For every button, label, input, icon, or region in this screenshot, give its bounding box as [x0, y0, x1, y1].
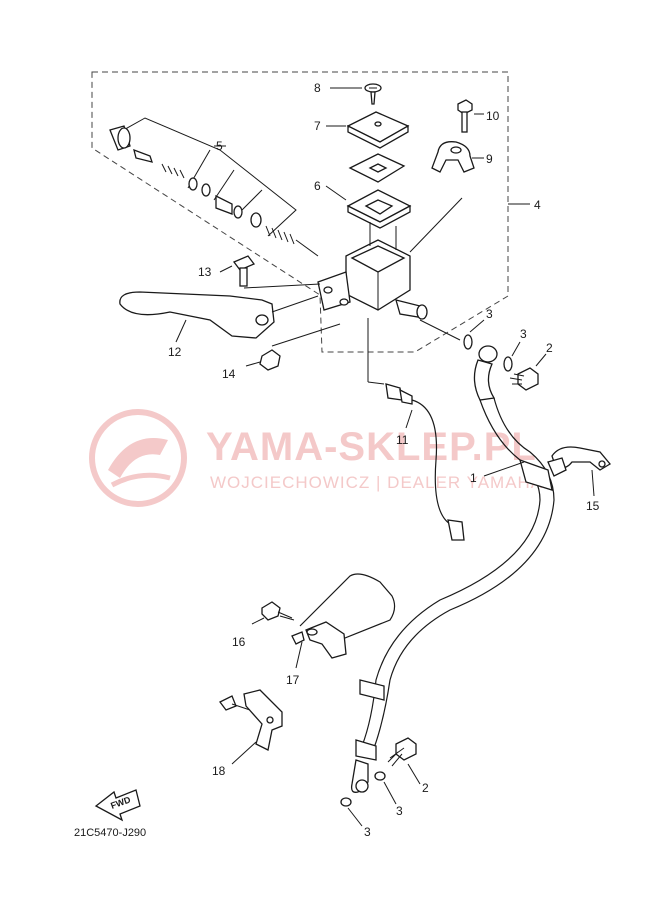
part-3-washer-a	[463, 319, 485, 350]
callout-18: 18	[212, 764, 226, 778]
callout-2a: 2	[546, 341, 553, 355]
callout-8: 8	[314, 81, 321, 95]
part-3-washer-d	[340, 797, 363, 827]
callout-3a: 3	[486, 307, 493, 321]
part-11-switch	[367, 318, 465, 541]
master-cylinder-body	[317, 197, 463, 341]
part-3-washer-b	[503, 341, 521, 372]
part-17-guide	[291, 573, 396, 669]
part-3-washer-c	[374, 771, 397, 805]
callout-1: 1	[470, 471, 477, 485]
callout-11: 11	[396, 433, 409, 447]
diaphragm-plate	[348, 153, 406, 183]
part-18-bracket	[219, 689, 283, 765]
callout-13: 13	[198, 265, 212, 279]
callout-6: 6	[314, 179, 321, 193]
callout-3c: 3	[396, 804, 403, 818]
part-5-piston-kit	[109, 117, 319, 257]
callout-7: 7	[314, 119, 321, 133]
watermark-subtitle: WOJCIECHOWICZ | DEALER YAMAHA	[210, 473, 543, 492]
callout-3b: 3	[520, 327, 527, 341]
part-15-clamp	[547, 446, 611, 497]
part-16-bolt	[251, 601, 295, 625]
part-1-brake-hose	[350, 345, 555, 793]
callout-5: 5	[216, 139, 223, 153]
callout-15: 15	[586, 499, 600, 513]
callout-4: 4	[534, 198, 541, 212]
callouts: 8 7 6 10 9 4 5 13 12 14 3 3 2 11 1 15 16…	[168, 81, 600, 839]
diagram-code: 21C5470-J290	[74, 827, 146, 839]
callout-14: 14	[222, 367, 236, 381]
part-13-pivot-bolt	[219, 255, 321, 289]
part-9-holder	[431, 141, 484, 173]
part-8-screw	[330, 83, 382, 105]
callout-2b: 2	[422, 781, 429, 795]
part-2-union-bolt-b	[387, 737, 421, 785]
part-10-bolt	[457, 99, 484, 133]
callout-3d: 3	[364, 825, 371, 839]
watermark-title: YAMA-SKLEP.PL	[206, 425, 537, 469]
part-6-diaphragm	[325, 185, 412, 229]
watermark: YAMA-SKLEP.PL WOJCIECHOWICZ | DEALER YAM…	[89, 409, 543, 507]
part-2-union-bolt-a	[509, 353, 547, 391]
callout-10: 10	[486, 109, 500, 123]
callout-12: 12	[168, 345, 182, 359]
part-14-nut	[245, 323, 341, 371]
callout-17: 17	[286, 673, 300, 687]
fwd-arrow-icon: FWD	[94, 789, 141, 822]
callout-16: 16	[232, 635, 246, 649]
watermark-logo	[89, 409, 187, 507]
callout-9: 9	[486, 152, 493, 166]
part-7-cap	[326, 111, 410, 149]
part-12-lever	[119, 291, 319, 343]
